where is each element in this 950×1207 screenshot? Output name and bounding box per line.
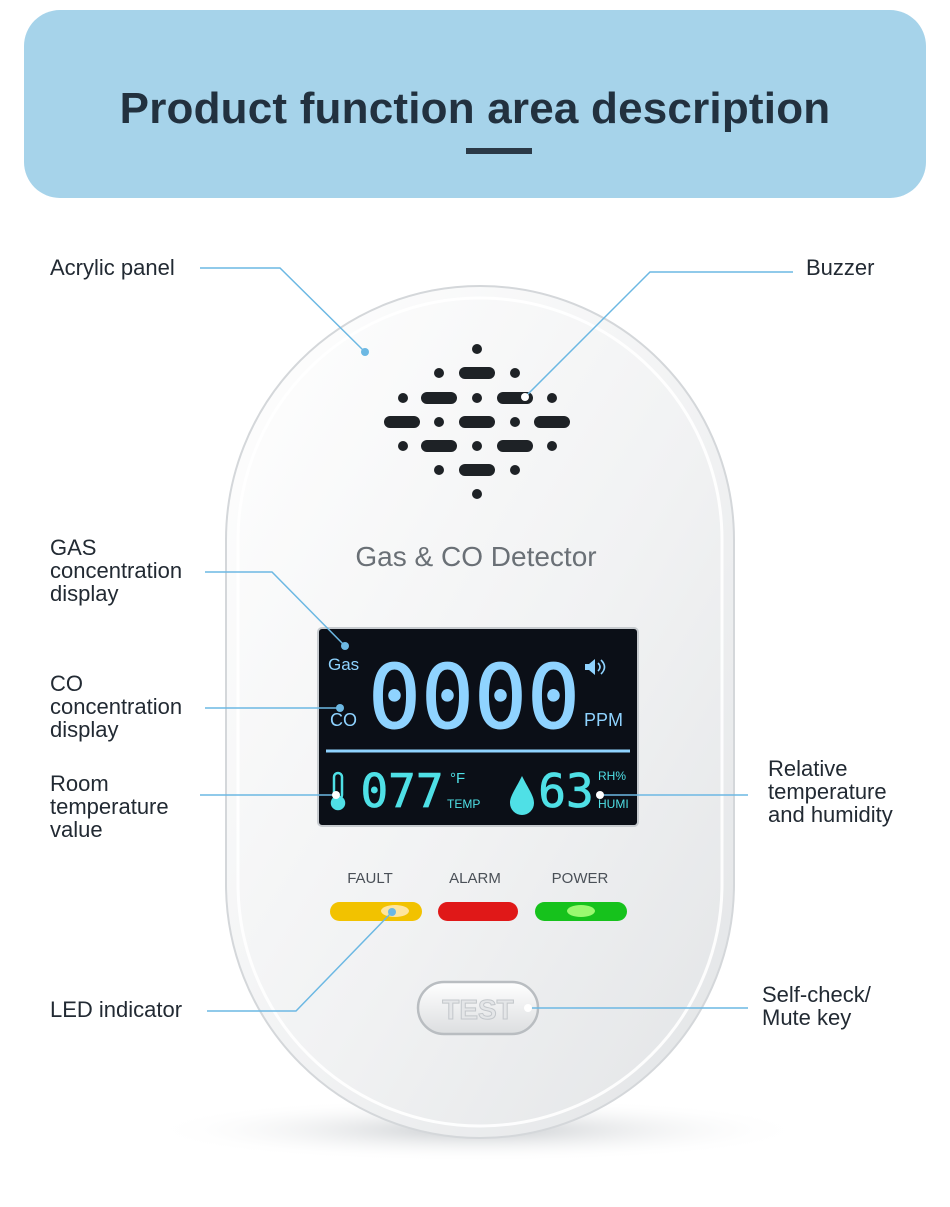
leader-lines <box>200 267 793 1012</box>
leader-endpoints <box>336 348 396 916</box>
test-button-label: TEST <box>442 994 514 1025</box>
lcd-co-label: CO <box>330 710 357 730</box>
lcd-screen <box>317 627 639 827</box>
callout-room-temperature: Room temperature value <box>50 771 169 842</box>
thermometer-icon <box>330 771 346 811</box>
lcd-humidity-value: 63 <box>538 764 593 818</box>
callout-acrylic-panel: Acrylic panel <box>50 255 175 280</box>
callout-gas-display: GAS concentration display <box>50 535 183 606</box>
leader-buzzer <box>524 271 793 398</box>
callout-buzzer: Buzzer <box>806 255 875 280</box>
lcd-gas-label: Gas <box>328 655 359 674</box>
led-power-glow <box>567 905 595 917</box>
product-label: Gas & CO Detector <box>355 541 596 572</box>
buzzer-grille <box>384 344 570 499</box>
lcd-humidity-unit: RH% <box>598 769 626 783</box>
title-banner: Product function area description <box>24 10 926 198</box>
humidity-drop-icon <box>510 776 534 815</box>
lcd-unit: PPM <box>584 710 623 730</box>
lcd-temp-label: TEMP <box>447 797 480 811</box>
title-underline <box>466 148 532 154</box>
led-alarm-indicator <box>438 902 518 921</box>
led-fault-label: FAULT <box>347 870 393 887</box>
led-alarm-label: ALARM <box>449 870 501 887</box>
callout-led-indicator: LED indicator <box>50 997 183 1022</box>
led-power-label: POWER <box>552 870 609 887</box>
lcd-temp-unit: °F <box>450 770 465 787</box>
callout-temp-humidity: Relative temperature and humidity <box>768 756 893 827</box>
lcd-concentration-value: 0000 <box>368 646 580 749</box>
leader-endpoints-dark <box>332 393 604 1012</box>
leader-gas <box>205 571 346 647</box>
leader-acrylic <box>200 267 366 353</box>
lcd-temperature-value: 077 <box>360 764 443 818</box>
callout-co-display: CO concentration display <box>50 671 183 742</box>
acrylic-panel <box>236 296 724 1128</box>
speaker-icon <box>585 659 606 675</box>
leader-led <box>207 911 393 1012</box>
page-title: Product function area description <box>119 84 831 133</box>
callout-test-key: Self-check/ Mute key <box>762 982 871 1030</box>
lcd-humidity-label: HUMI <box>598 797 629 811</box>
